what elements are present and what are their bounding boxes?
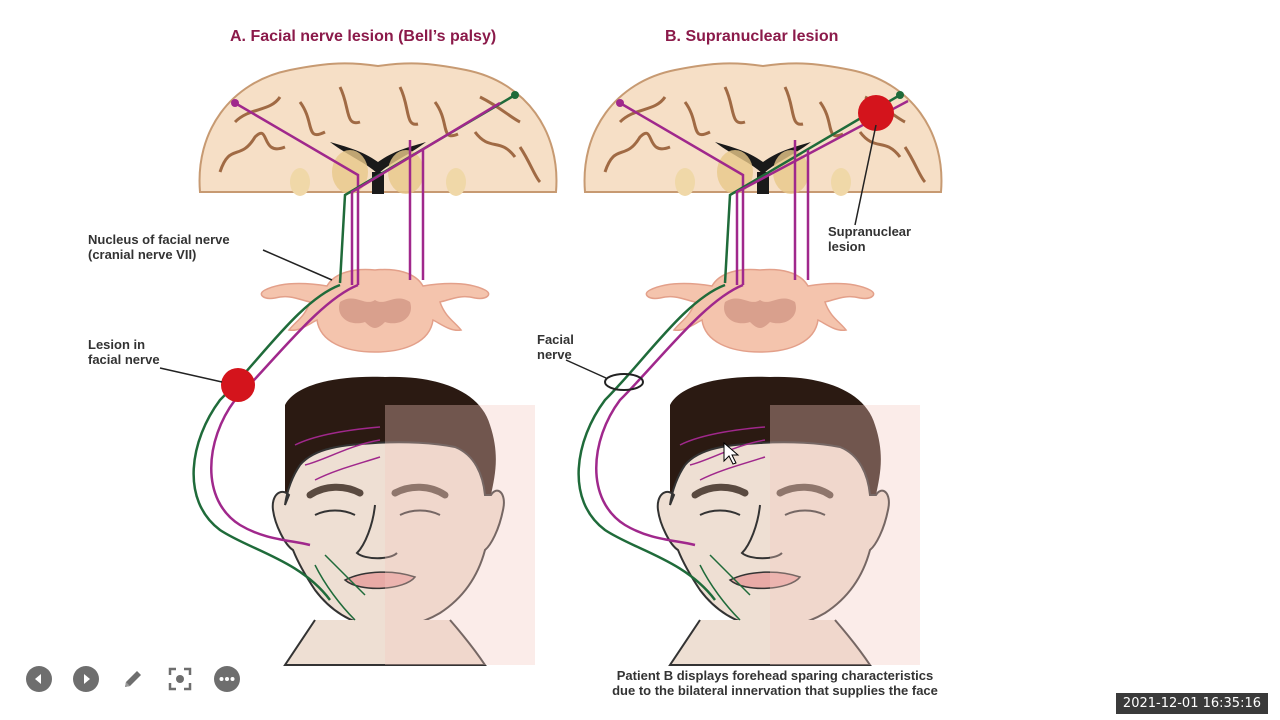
panel-a-facial-nerve <box>192 283 341 601</box>
panel-a-left-purple-tract <box>234 101 360 285</box>
presentation-toolbar <box>26 666 240 692</box>
lesion-label: Lesion in facial nerve <box>88 337 160 367</box>
panel-a <box>159 61 558 665</box>
panel-b-title: B. Supranuclear lesion <box>665 28 839 45</box>
mouse-cursor-icon <box>723 441 740 465</box>
panel-b-lesion-marker <box>858 95 894 131</box>
panel-b-supranuclear-pointer <box>854 124 877 226</box>
supranuclear-label: Supranuclear lesion <box>828 224 912 254</box>
panel-a-title: A. Facial nerve lesion (Bell’s palsy) <box>230 28 497 45</box>
nucleus-label: Nucleus of facial nerve (cranial nerve V… <box>88 232 230 262</box>
more-icon <box>219 677 235 681</box>
pen-tool-button[interactable] <box>120 666 146 692</box>
panel-b-face <box>658 377 920 665</box>
panel-b-facial-nerve <box>577 283 726 601</box>
panel-b-facial-nerve-pointer <box>565 359 607 379</box>
panel-a-pons <box>260 268 490 353</box>
focus-icon <box>168 667 192 691</box>
focus-button[interactable] <box>167 666 193 692</box>
timestamp: 2021-12-01 16:35:16 <box>1115 693 1268 714</box>
more-options-button[interactable] <box>214 666 240 692</box>
panel-a-face <box>273 377 535 665</box>
prev-icon <box>35 674 41 684</box>
panel-a-nucleus-pointer <box>262 249 333 281</box>
panel-b <box>565 61 943 665</box>
panel-b-facial-nerve-ring <box>604 373 644 391</box>
panel-a-lesion-marker <box>221 368 255 402</box>
facial-nerve-label: Facial nerve <box>537 332 574 362</box>
caption: Patient B displays forehead sparing char… <box>612 668 938 698</box>
next-slide-button[interactable] <box>73 666 99 692</box>
next-icon <box>84 674 90 684</box>
panel-b-pons <box>645 268 875 353</box>
prev-slide-button[interactable] <box>26 666 52 692</box>
panel-a-lesion-pointer <box>159 367 223 383</box>
pencil-icon <box>125 671 141 687</box>
